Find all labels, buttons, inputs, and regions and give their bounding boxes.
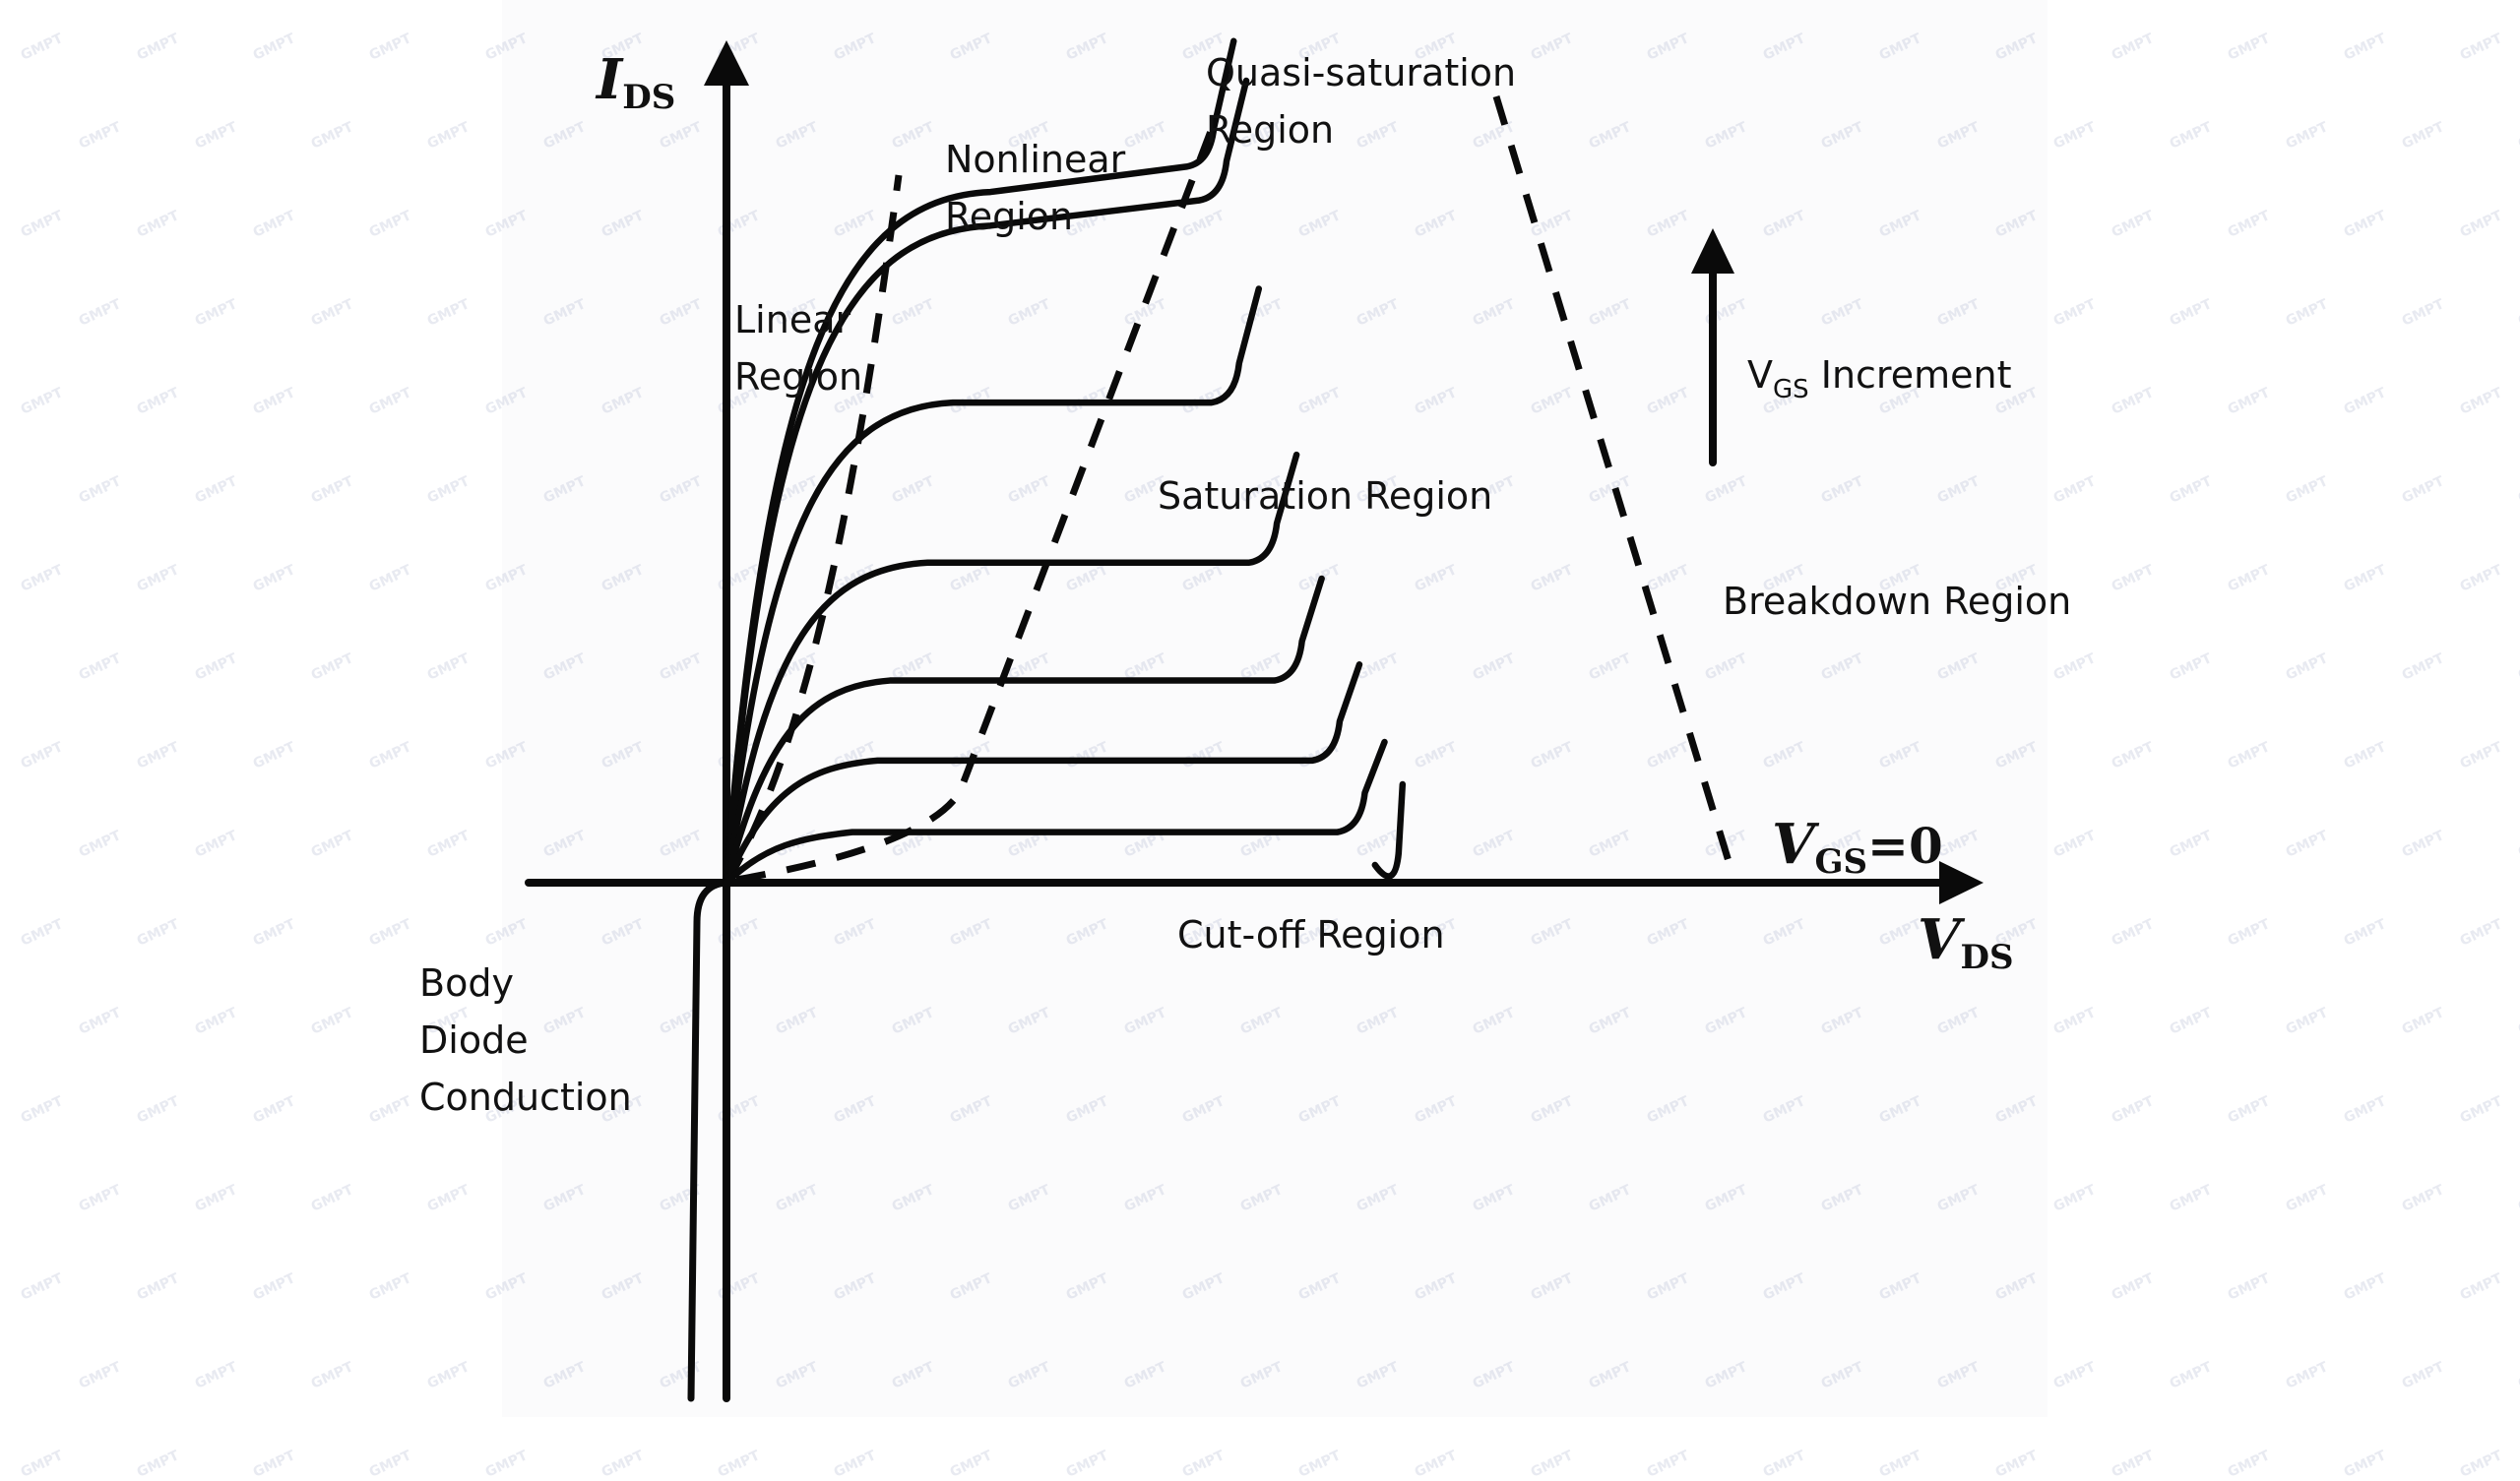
vgs-zero-label-sub: GS [1814, 842, 1868, 882]
label-breakdown-region: Breakdown Region [1723, 573, 2071, 630]
label-line: Breakdown Region [1723, 580, 2072, 623]
iv-curve-curve-3 [723, 285, 1263, 887]
y-axis-label-main: I [597, 47, 623, 112]
label-line: Diode [419, 1018, 529, 1062]
vgs-increment-suffix: Increment [1808, 353, 2012, 397]
label-line: Region [734, 355, 863, 399]
watermark: GMPT [1412, 1448, 1460, 1481]
watermark: GMPT [1295, 1448, 1344, 1481]
iv-curve-curve-7 [723, 738, 1388, 887]
label-line: Conduction [419, 1076, 632, 1119]
iv-characteristics-diagram [525, 37, 1984, 1402]
x-axis-label-sub: DS [1960, 938, 2014, 977]
watermark: GMPT [831, 1448, 879, 1481]
label-line: Region [945, 195, 1074, 238]
label-line: Body [419, 961, 514, 1005]
label-body-diode-conduction: Body Diode Conduction [419, 955, 632, 1126]
label-line: Nonlinear [945, 138, 1126, 181]
x-axis-label: VDS [1918, 907, 2014, 977]
vgs-increment-arrowhead [1691, 228, 1734, 274]
diagram-panel [502, 0, 2048, 1417]
watermark: GMPT [1876, 1448, 1924, 1481]
watermark: GMPT [1644, 1448, 1692, 1481]
watermark: GMPT [482, 1448, 531, 1481]
label-line: Region [1206, 108, 1335, 152]
watermark: GMPT [18, 1448, 66, 1481]
label-saturation-region: Saturation Region [1158, 467, 1492, 525]
axes [525, 40, 1984, 1402]
body-diode-curve [687, 879, 730, 1402]
vgs-increment-sub: GS [1773, 375, 1809, 404]
watermark: GMPT [598, 1448, 647, 1481]
label-cutoff-region: Cut-off Region [1177, 906, 1445, 963]
label-vgs-increment: VGS Increment [1747, 346, 2011, 418]
label-line: Cut-off Region [1177, 913, 1445, 956]
vgs-zero-label-main: V [1772, 812, 1815, 877]
vgs-zero-label-suffix: =0 [1867, 817, 1943, 875]
label-nonlinear-region: Nonlinear Region [945, 131, 1125, 245]
saturation-boundary [735, 124, 1217, 884]
watermark: GMPT [1992, 1448, 2041, 1481]
vgs-zero-label: VGS=0 [1772, 812, 1943, 882]
y-axis-arrowhead [704, 40, 749, 86]
watermark: GMPT [1063, 1448, 1111, 1481]
y-axis-label: IDS [597, 47, 675, 117]
label-linear-region: Linear Region [734, 291, 862, 405]
watermark: GMPT [250, 1448, 298, 1481]
x-axis-label-main: V [1918, 907, 1961, 972]
watermark: GMPT [2341, 1448, 2389, 1481]
x-axis-arrowhead [1939, 861, 1984, 904]
breakdown-boundary [1492, 94, 1738, 883]
watermark: GMPT [947, 1448, 995, 1481]
watermark: GMPT [1528, 1448, 1576, 1481]
iv-curve-curve-6 [723, 661, 1363, 887]
watermark: GMPT [715, 1448, 763, 1481]
label-quasi-saturation-region: Quasi-saturation Region [1206, 44, 1516, 158]
y-axis-label-sub: DS [622, 78, 676, 117]
label-line: Linear [734, 298, 851, 341]
watermark: GMPT [1179, 1448, 1228, 1481]
watermark: GMPT [134, 1448, 182, 1481]
watermark: GMPT [2457, 1448, 2505, 1481]
curve-family [723, 37, 1407, 887]
watermark: GMPT [1760, 1448, 1808, 1481]
watermark: GMPT [366, 1448, 414, 1481]
iv-curve-curve-4 [723, 451, 1300, 887]
label-line: Saturation Region [1158, 474, 1493, 518]
watermark: GMPT [2225, 1448, 2273, 1481]
iv-curve-curve-vgs0 [1371, 780, 1407, 880]
vgs-increment-main: V [1747, 353, 1773, 397]
watermark: GMPT [2109, 1448, 2157, 1481]
iv-curve-curve-2 [723, 77, 1250, 887]
label-line: Quasi-saturation [1206, 51, 1517, 94]
iv-curve-curve-5 [723, 575, 1325, 887]
